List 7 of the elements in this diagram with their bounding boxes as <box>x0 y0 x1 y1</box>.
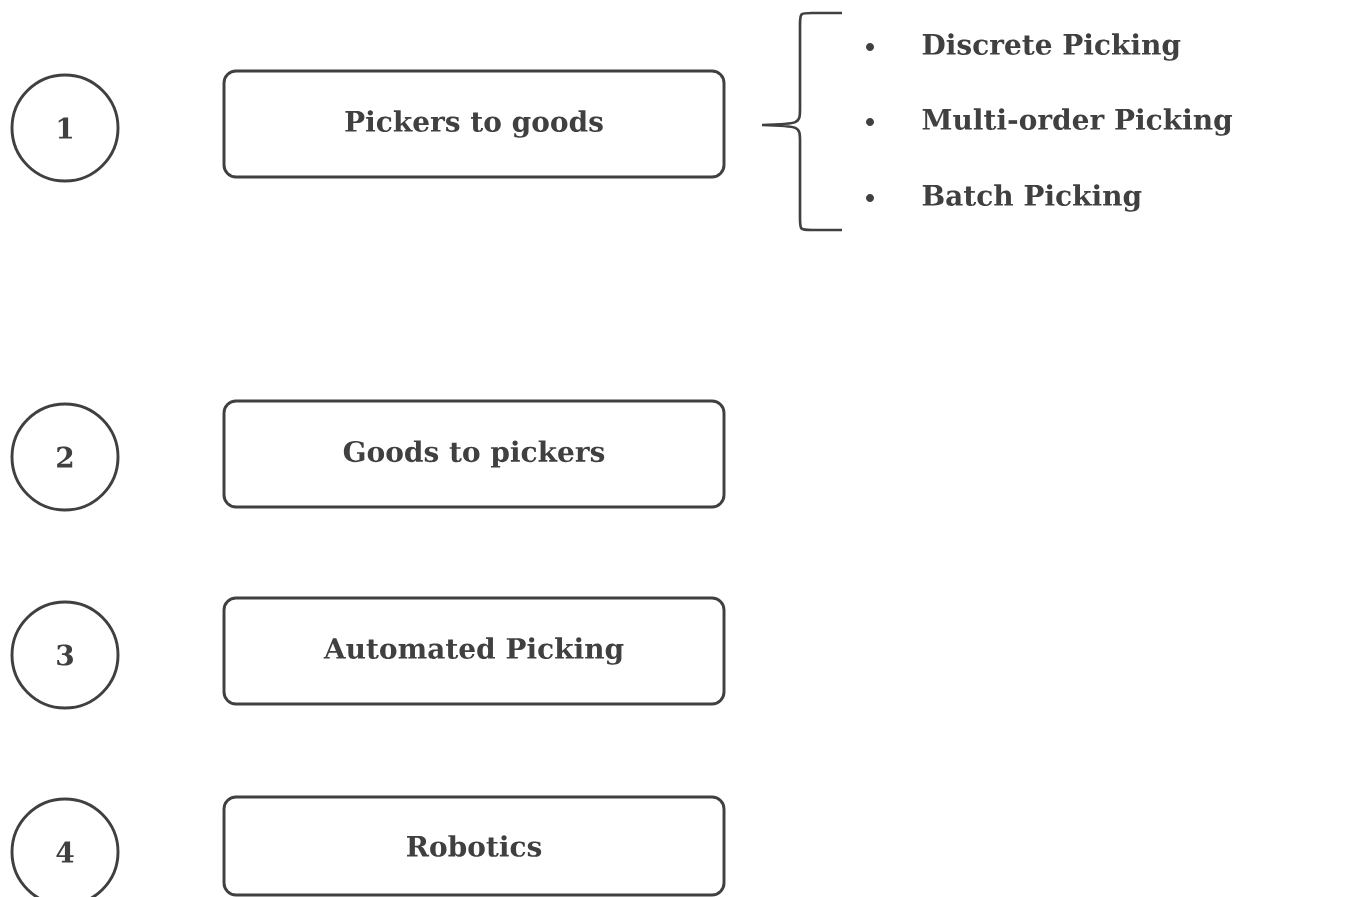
bullet-item: Discrete Picking <box>866 33 1181 61</box>
category-box: Robotics <box>222 795 726 897</box>
bullet-item: Multi-order Picking <box>866 108 1233 136</box>
category-box: Goods to pickers <box>222 399 726 509</box>
category-box: Pickers to goods <box>222 69 726 179</box>
category-box: Automated Picking <box>222 596 726 706</box>
bullet-item: Batch Picking <box>866 184 1142 212</box>
